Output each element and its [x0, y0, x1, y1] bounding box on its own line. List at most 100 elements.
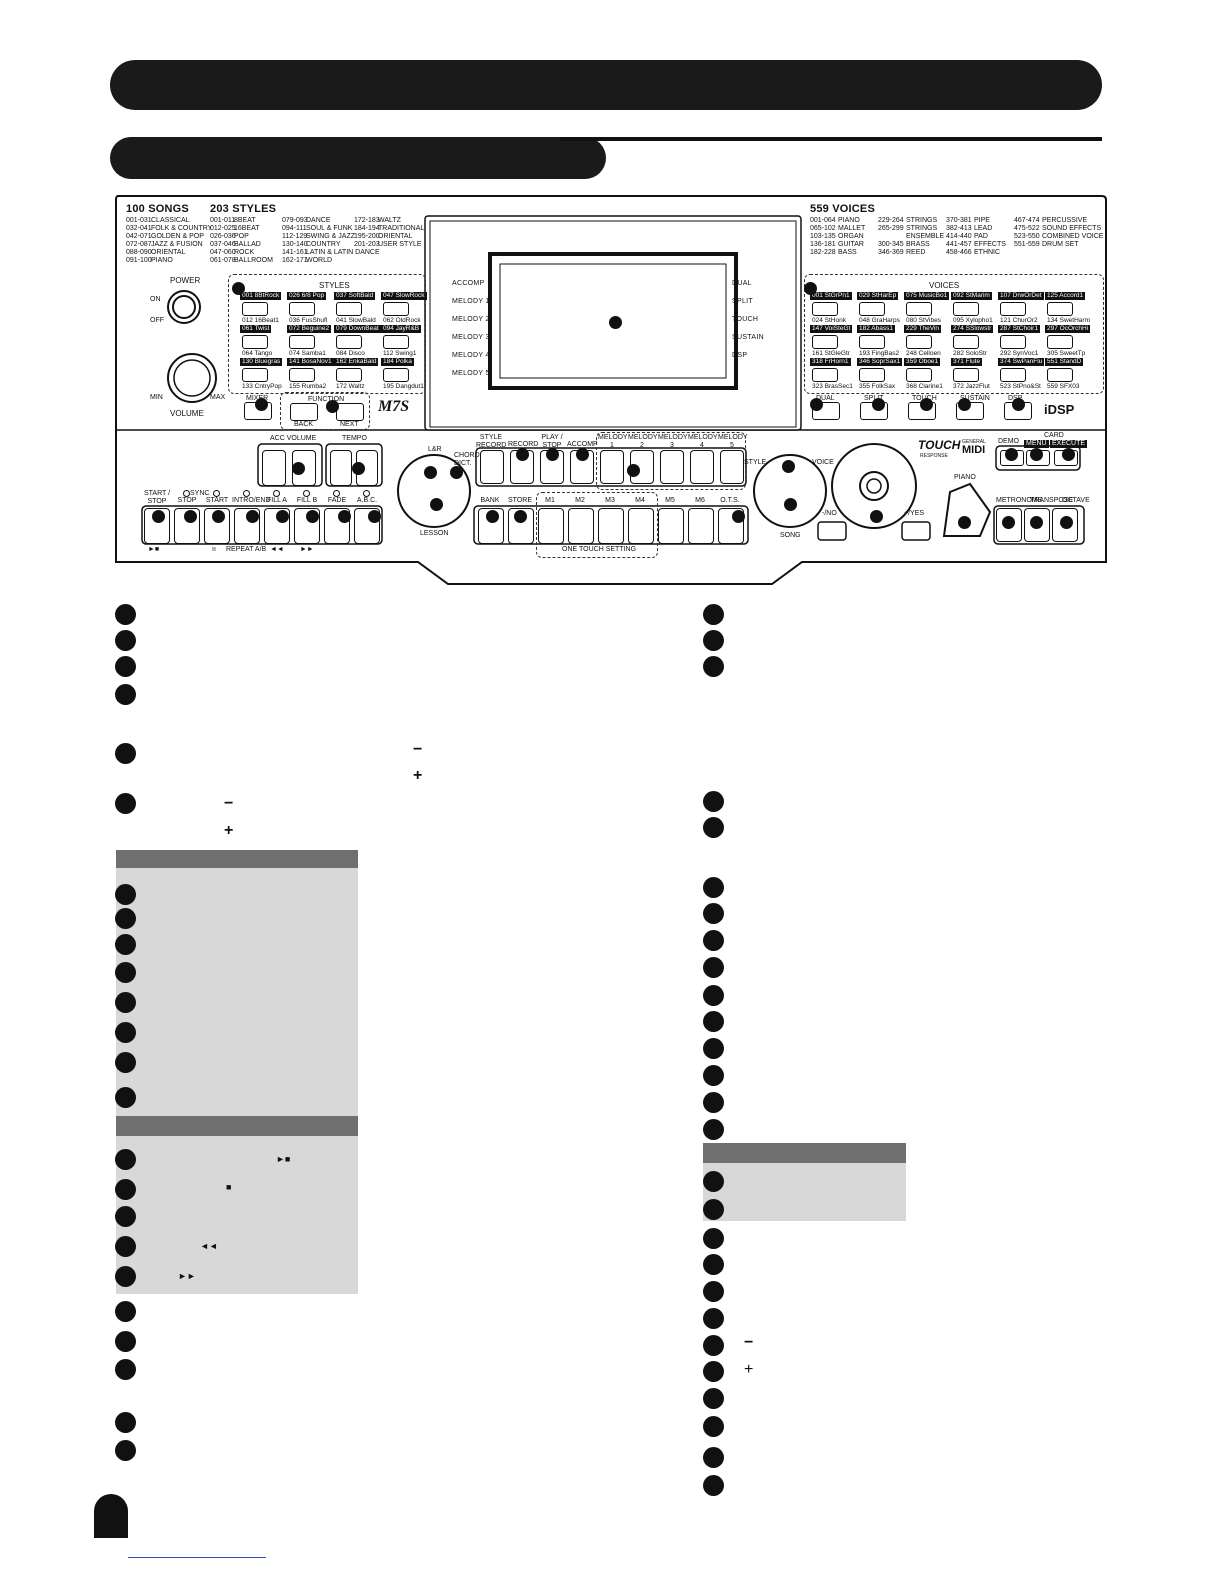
- list-item-range: 229-264: [878, 217, 904, 224]
- preset-button[interactable]: [383, 335, 409, 349]
- preset-button[interactable]: [383, 302, 409, 316]
- bank-memory-key[interactable]: [658, 508, 684, 544]
- pause-symbol: ıı: [212, 546, 216, 553]
- bank-memory-label: O.T.S.: [720, 497, 740, 504]
- preset-button[interactable]: [1047, 302, 1073, 316]
- bank-memory-label: M4: [635, 497, 645, 504]
- upper-key[interactable]: [480, 450, 504, 484]
- preset-button[interactable]: [859, 368, 885, 382]
- preset-label: 001 StGrPn1: [810, 292, 852, 300]
- preset-sublabel: 282 SoloStr: [953, 350, 987, 357]
- preset-sublabel: 372 JazzFlut: [953, 383, 990, 390]
- legend-callout-marker: [115, 630, 136, 651]
- styles-title: 203 STYLES: [210, 203, 277, 215]
- legend-block-1: [116, 868, 358, 1116]
- melody-label: MELODY 2: [628, 434, 658, 449]
- songs-title: 100 SONGS: [126, 203, 189, 215]
- preset-sublabel: 036 FusShufl: [289, 317, 328, 324]
- next-button[interactable]: [336, 403, 364, 421]
- preset-label: 287 StChoir1: [998, 325, 1040, 333]
- preset-button[interactable]: [812, 368, 838, 382]
- list-item-name: WORLD: [306, 257, 333, 264]
- panel-callout-dot: [1030, 448, 1043, 461]
- upper-key[interactable]: [600, 450, 624, 484]
- preset-button[interactable]: [242, 302, 268, 316]
- panel-callout-dot: [784, 498, 797, 511]
- bank-memory-label: M2: [575, 497, 585, 504]
- list-item-name: MALLET: [838, 225, 866, 232]
- one-touch-group: [536, 492, 658, 558]
- list-item-name: JAZZ & FUSION: [151, 241, 203, 248]
- preset-button[interactable]: [906, 302, 932, 316]
- preset-sublabel: 161 StGleGtr: [812, 350, 850, 357]
- legend-callout-marker: [115, 684, 136, 705]
- bank-memory-key[interactable]: [598, 508, 624, 544]
- function-button-label: DUAL: [816, 395, 835, 402]
- list-item-name: PIANO: [151, 257, 173, 264]
- panel-callout-dot: [546, 448, 559, 461]
- preset-button[interactable]: [953, 335, 979, 349]
- preset-label: 047 SlowRock: [381, 292, 427, 300]
- preset-button[interactable]: [906, 335, 932, 349]
- list-item-range: 201-203: [354, 241, 380, 248]
- list-item-name: EFFECTS: [974, 241, 1006, 248]
- upper-key[interactable]: [720, 450, 744, 484]
- list-item-range: 300-345: [878, 241, 904, 248]
- upper-key[interactable]: [690, 450, 714, 484]
- bank-memory-key[interactable]: [688, 508, 714, 544]
- preset-button[interactable]: [1047, 368, 1073, 382]
- preset-button[interactable]: [906, 368, 932, 382]
- header-bar: [110, 60, 1102, 110]
- acc-volume-down[interactable]: [262, 450, 286, 486]
- list-item-range: 079-093: [282, 217, 308, 224]
- preset-button[interactable]: [953, 368, 979, 382]
- panel-callout-dot: [627, 464, 640, 477]
- list-item-range: 061-078: [210, 257, 236, 264]
- preset-button[interactable]: [953, 302, 979, 316]
- panel-callout-dot: [804, 282, 817, 295]
- preset-label: 182 Abass1: [857, 325, 895, 333]
- preset-button[interactable]: [1000, 368, 1026, 382]
- accomp-control-key[interactable]: [354, 508, 380, 544]
- preset-button[interactable]: [289, 335, 315, 349]
- preset-button[interactable]: [336, 302, 362, 316]
- preset-sublabel: 012 16Beat1: [242, 317, 279, 324]
- preset-button[interactable]: [812, 335, 838, 349]
- preset-button[interactable]: [1000, 302, 1026, 316]
- preset-button[interactable]: [859, 335, 885, 349]
- bottom-left-label: INTRO/END: [232, 497, 271, 504]
- preset-button[interactable]: [383, 368, 409, 382]
- bank-memory-key[interactable]: [568, 508, 594, 544]
- list-item-range: 001-064: [810, 217, 836, 224]
- preset-button[interactable]: [289, 302, 315, 316]
- bank-memory-key[interactable]: [508, 508, 534, 544]
- legend-callout-marker: [703, 1416, 724, 1437]
- octave-button[interactable]: [1052, 508, 1078, 542]
- list-item-name: BALLAD: [234, 241, 261, 248]
- bank-memory-key[interactable]: [628, 508, 654, 544]
- preset-button[interactable]: [1000, 335, 1026, 349]
- preset-button[interactable]: [289, 368, 315, 382]
- list-item-name: STRINGS: [906, 225, 938, 232]
- upper-key[interactable]: [660, 450, 684, 484]
- back-button[interactable]: [290, 403, 318, 421]
- bank-memory-key[interactable]: [538, 508, 564, 544]
- panel-callout-dot: [516, 448, 529, 461]
- bank-memory-label: M6: [695, 497, 705, 504]
- preset-button[interactable]: [859, 302, 885, 316]
- accomp-control-key[interactable]: [324, 508, 350, 544]
- list-item-range: 441-457: [946, 241, 972, 248]
- repeat-ab-label: REPEAT A/B: [226, 546, 267, 553]
- preset-button[interactable]: [336, 335, 362, 349]
- tempo-down[interactable]: [330, 450, 352, 486]
- preset-button[interactable]: [1047, 335, 1073, 349]
- preset-button[interactable]: [336, 368, 362, 382]
- legend-callout-marker: [703, 1475, 724, 1496]
- volume-label: VOLUME: [170, 409, 204, 418]
- preset-button[interactable]: [242, 368, 268, 382]
- bank-memory-key[interactable]: [718, 508, 744, 544]
- preset-button[interactable]: [812, 302, 838, 316]
- lcd-left-label: MELODY 4: [452, 352, 490, 359]
- preset-button[interactable]: [242, 335, 268, 349]
- preset-label: 346 SoprSax1: [857, 358, 903, 366]
